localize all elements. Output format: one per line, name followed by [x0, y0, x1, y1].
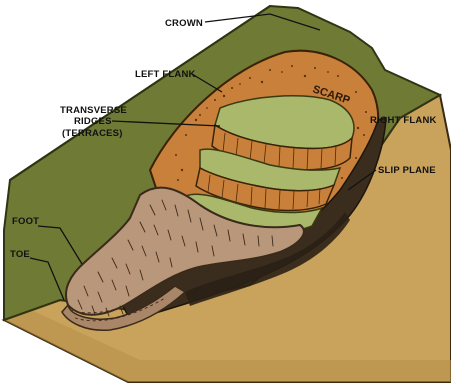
foot-label: FOOT	[12, 216, 39, 227]
transverse-ridges-label-2: RIDGES	[74, 116, 112, 127]
transverse-ridges-label-1: TRANSVERSE	[60, 105, 127, 116]
transverse-ridges-label-3: (TERRACES)	[62, 128, 123, 139]
slip-plane-label: SLIP PLANE	[378, 165, 436, 176]
toe-label: TOE	[10, 249, 30, 260]
left-flank-label: LEFT FLANK	[135, 69, 196, 80]
right-flank-label: RIGHT FLANK	[370, 115, 437, 126]
crown-label: CROWN	[165, 18, 203, 29]
